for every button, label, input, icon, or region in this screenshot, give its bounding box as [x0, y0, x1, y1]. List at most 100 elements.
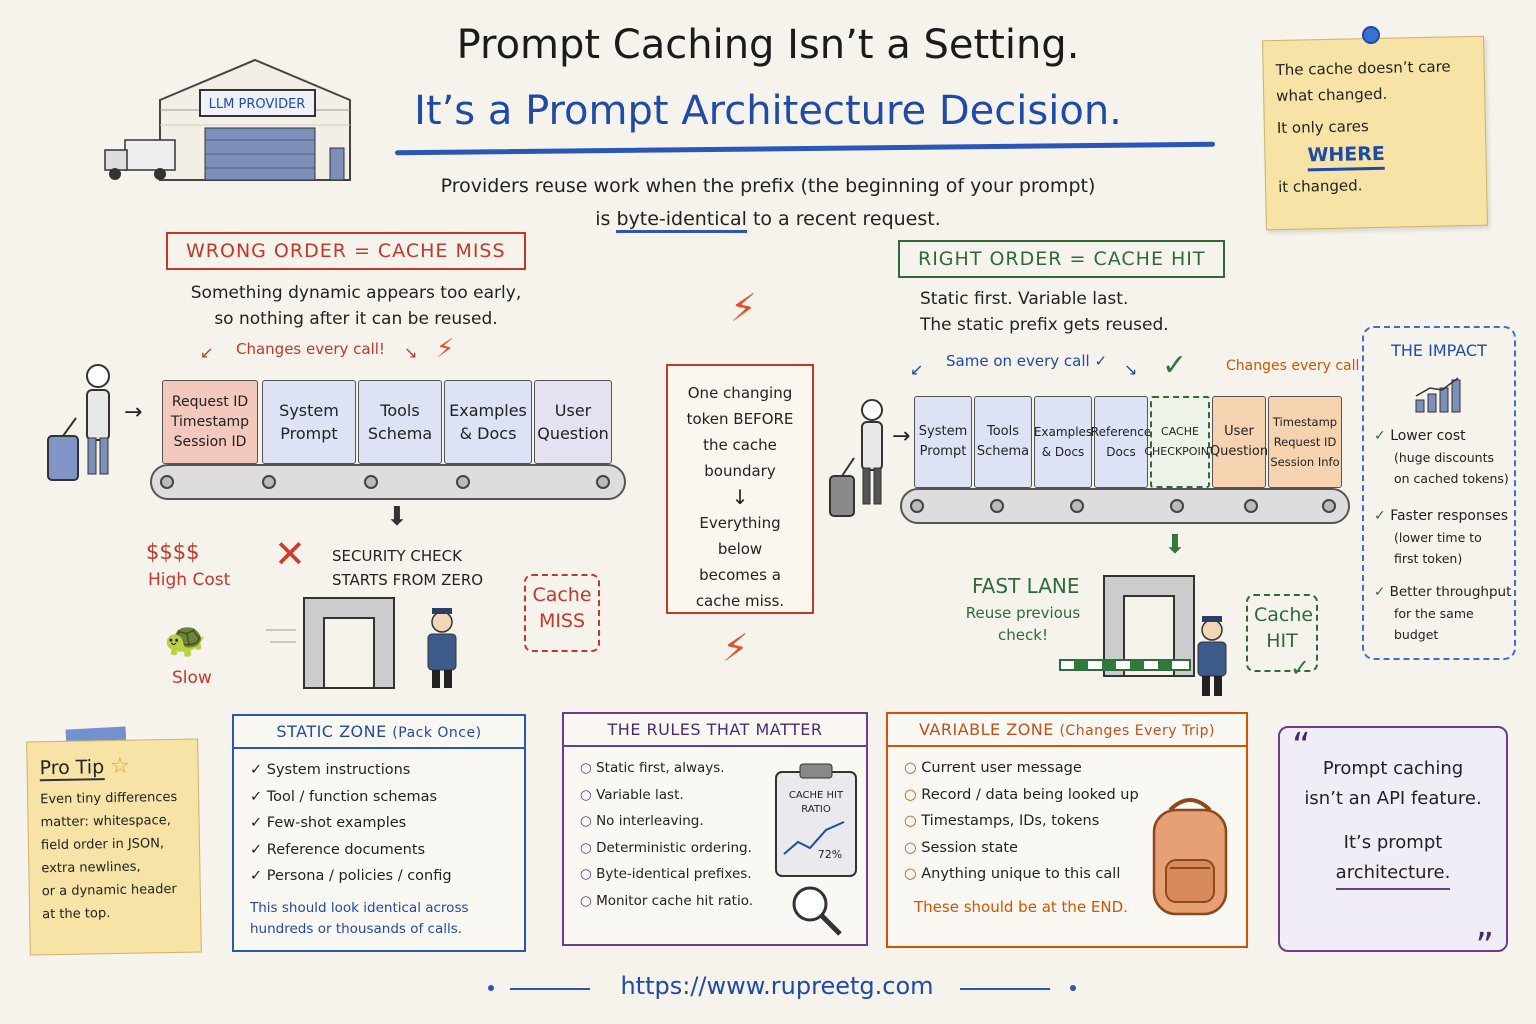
impact-sub: (lower time to [1394, 530, 1482, 545]
arrow-down-icon: ⬇ [386, 502, 408, 532]
turtle-icon: 🐢 [164, 620, 207, 660]
variable-zone-subtitle: (Changes Every Trip) [1059, 723, 1215, 739]
high-cost-amount: $$$$ [146, 540, 200, 564]
list-item: ○ Deterministic ordering. [580, 835, 850, 862]
bullet-circle-icon: ○ [580, 892, 597, 909]
impact-item-3: ✓ Better throughput for the same budget [1374, 582, 1512, 645]
right-caption-1: Static first. Variable last. [920, 289, 1129, 309]
pro-tip-line: extra newlines, [41, 859, 141, 877]
pro-tip-line: field order in JSON, [40, 836, 165, 854]
block-text: Schema [367, 424, 433, 443]
list-item-text: Byte-identical prefixes. [596, 866, 752, 882]
traveler-icon [47, 364, 110, 481]
curved-arrow-right-icon: ↘ [404, 343, 418, 362]
variable-zone-header: VARIABLE ZONE (Changes Every Trip) [888, 714, 1246, 747]
pro-tip-line: matter: whitespace, [40, 813, 171, 831]
static-zone-subtitle: (Pack Once) [392, 725, 482, 741]
block-text: CACHE [1161, 425, 1199, 438]
security-gate-illustration [266, 597, 457, 689]
footer-line [960, 988, 1050, 990]
list-item-text: Deterministic ordering. [596, 839, 752, 856]
bullet-circle-icon: ○ [904, 839, 922, 856]
list-item-text: Static first, always. [596, 760, 725, 776]
middle-line: the cache [703, 436, 777, 454]
reuse-check-text: Reuse previous check! [962, 602, 1084, 646]
curved-arrow-right-icon: ↘ [1124, 360, 1138, 379]
block-text: Reference [1090, 425, 1152, 439]
lightning-icon: ⚡ [722, 626, 749, 670]
check-mark-icon: ✓ [1374, 584, 1390, 600]
fast-lane-label: FAST LANE [972, 574, 1080, 598]
block-text: User [554, 401, 592, 420]
list-item-text: Monitor cache hit ratio. [596, 892, 754, 909]
roller-icon [456, 475, 470, 489]
check-mark-icon: ✓ [250, 815, 267, 831]
block-text: Tools [380, 401, 420, 420]
closing-quote-card: “ Prompt caching isn’t an API feature. I… [1278, 726, 1508, 965]
static-zone-header: STATIC ZONE (Pack Once) [234, 716, 524, 749]
list-item-text: Variable last. [596, 786, 684, 803]
list-item-text: Few-shot examples [266, 815, 407, 831]
list-item-text: Tool / function schemas [266, 788, 438, 805]
arrow-right-icon: → [124, 400, 143, 425]
fast-lane-gate-illustration [1059, 575, 1227, 696]
roller-icon [262, 475, 276, 489]
roller-icon [364, 475, 378, 489]
list-item: ○ Timestamps, IDs, tokens [904, 808, 1230, 835]
check-mark-icon: ✓ [1162, 348, 1188, 383]
check-mark-icon: ✓ [1374, 508, 1391, 524]
lightning-icon: ⚡ [436, 334, 455, 364]
static-note-line: This should look identical across [250, 899, 469, 916]
impact-title: THE IMPACT [1391, 341, 1487, 360]
rules-list: ○ Static first, always. ○ Variable last.… [564, 747, 866, 922]
x-mark-icon: ✕ [274, 532, 306, 576]
block-text: Docs [1106, 445, 1136, 459]
footer-url-link[interactable]: https://www.rupreetg.com [620, 972, 934, 1000]
curved-arrow-left-icon: ↙ [910, 360, 924, 379]
check-mark-icon: ✓ [250, 841, 267, 858]
block-text: Examples [449, 401, 527, 420]
roller-icon [990, 499, 1004, 513]
wrong-caption-1: Something dynamic appears too early, [190, 283, 522, 303]
impact-sub: on cached tokens) [1394, 471, 1509, 486]
bullet-circle-icon: ○ [580, 866, 597, 882]
security-check-text: SECURITY CHECK STARTS FROM ZERO [332, 544, 483, 592]
subtitle-post: to a recent request. [746, 208, 941, 230]
curved-arrow-left-icon: ↙ [200, 343, 214, 362]
sticky-line-2: what changed. [1276, 84, 1388, 106]
right-same-note: Same on every call ✓ [946, 352, 1108, 370]
impact-head: Better throughput [1389, 584, 1512, 600]
bullet-circle-icon: ○ [580, 813, 597, 829]
arrow-right-icon: → [892, 424, 911, 449]
list-item: ✓ Reference documents [250, 837, 508, 864]
pro-tip-title: Pro Tip [39, 756, 105, 782]
list-item: ○ Anything unique to this call [904, 861, 1230, 888]
sticky-line-3: It only cares [1276, 117, 1369, 138]
list-item-text: Record / data being looked up [921, 786, 1139, 803]
lightning-icon: ⚡ [730, 286, 757, 330]
wrong-caption-2: so nothing after it can be reused. [214, 309, 498, 329]
bullet-circle-icon: ○ [580, 839, 597, 856]
bullet-circle-icon: ○ [580, 786, 597, 803]
check-mark-icon: ✓ [250, 788, 267, 805]
rules-title: THE RULES THAT MATTER [564, 714, 866, 747]
list-item-text: Reference documents [266, 841, 426, 858]
reuse-line-2: check! [998, 626, 1048, 644]
variable-zone-title: VARIABLE ZONE [919, 720, 1054, 739]
title-line-2: It’s a Prompt Architecture Decision. [414, 88, 1122, 134]
impact-head: Lower cost [1390, 428, 1466, 444]
traveler-icon [829, 399, 883, 517]
list-item: ○ Variable last. [580, 782, 850, 809]
subtitle: Providers reuse work when the prefix (th… [380, 170, 1156, 236]
footer-line [510, 988, 590, 990]
impact-box: THE IMPACT [1362, 326, 1516, 660]
pro-tip-line: or a dynamic header [41, 881, 177, 900]
list-item-text: Persona / policies / config [266, 868, 452, 884]
block-text: CHECKPOINT [1144, 445, 1216, 458]
right-caption-2: The static prefix gets reused. [920, 315, 1169, 335]
